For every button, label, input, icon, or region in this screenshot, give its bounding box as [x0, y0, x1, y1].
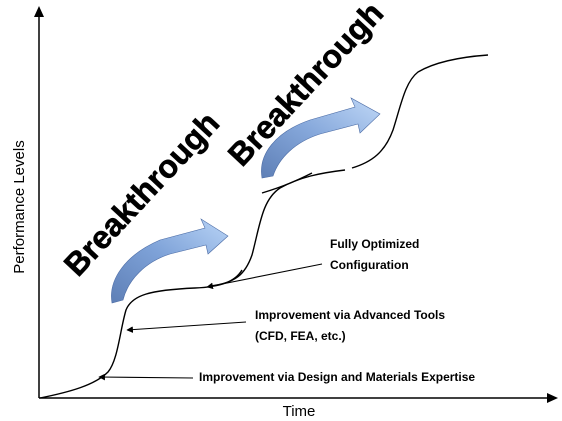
- curve-segment-3: [261, 172, 313, 194]
- breakthrough-arrow-1-shape: [111, 218, 229, 304]
- annotation-advanced-tools-line2: (CFD, FEA, etc.): [255, 329, 346, 343]
- y-axis-label: Performance Levels: [11, 140, 28, 273]
- curve-segment-4: [351, 54, 489, 169]
- pointer-design-materials: [98, 373, 194, 381]
- breakthrough-arrow-2-shape: [261, 97, 381, 179]
- breakthrough-arrow-2: [261, 97, 381, 179]
- annotation-fully-optimized-line2: Configuration: [330, 258, 409, 272]
- pointer-advanced-tools: [126, 321, 247, 333]
- breakthrough-label-2: Breakthrough: [221, 0, 390, 173]
- axes: [34, 6, 558, 403]
- pointer-fully-optimized: [206, 263, 323, 290]
- x-axis-arrowhead: [547, 393, 558, 403]
- x-axis-label: Time: [283, 403, 316, 420]
- breakthrough-arrow-1: [111, 218, 229, 304]
- curve-segment-2: [209, 169, 346, 287]
- annotation-fully-optimized-line1: Fully Optimized: [330, 237, 419, 251]
- y-axis-arrowhead: [34, 6, 44, 17]
- annotation-design-materials: Improvement via Design and Materials Exp…: [199, 370, 475, 384]
- annotation-advanced-tools-line1: Improvement via Advanced Tools: [255, 308, 445, 322]
- annotation-pointers: [98, 263, 323, 381]
